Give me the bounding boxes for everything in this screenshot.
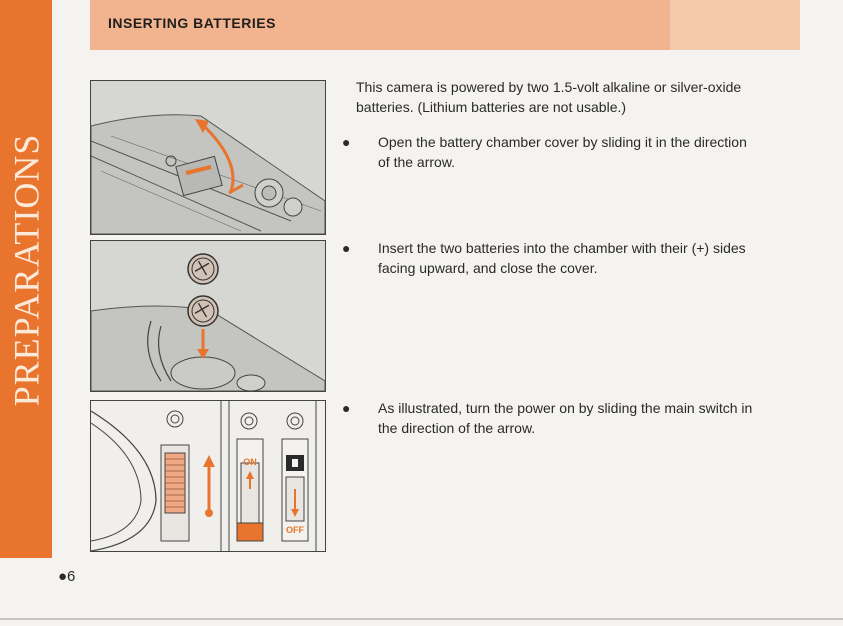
header-fade: [670, 0, 800, 50]
bullet-open-cover: ● Open the battery chamber cover by slid…: [342, 132, 762, 172]
bullet-text: Insert the two batteries into the chambe…: [378, 240, 746, 276]
bullet-text: As illustrated, turn the power on by sli…: [378, 400, 753, 436]
bullet-text: Open the battery chamber cover by slidin…: [378, 134, 747, 170]
page-number: ●6: [58, 568, 76, 585]
switch-off-label: OFF: [286, 525, 304, 535]
illustration-main-switch: ON OFF: [90, 400, 326, 552]
switch-on-label: ON: [243, 457, 257, 467]
illustration-main-switch-drawing: [91, 401, 325, 551]
bullet-insert-batteries: ● Insert the two batteries into the cham…: [342, 238, 762, 278]
illustration-insert-batteries-drawing: [91, 241, 325, 391]
side-title: PREPARATIONS: [6, 133, 47, 407]
side-title-wrap: PREPARATIONS: [6, 120, 46, 420]
bullet-marker: ●: [342, 134, 351, 150]
section-header: INSERTING BATTERIES: [90, 0, 800, 50]
section-title: INSERTING BATTERIES: [108, 15, 276, 31]
bullet-marker: ●: [342, 240, 351, 256]
bullet-marker: ●: [342, 400, 351, 416]
intro-text: This camera is powered by two 1.5-volt a…: [356, 79, 742, 115]
illustration-open-cover-drawing: [91, 81, 325, 234]
bottom-rule: [0, 618, 843, 620]
bullet-power-on: ● As illustrated, turn the power on by s…: [342, 398, 762, 438]
illustration-open-cover: [90, 80, 326, 235]
side-tab: PREPARATIONS: [0, 0, 52, 558]
illustration-insert-batteries: [90, 240, 326, 392]
